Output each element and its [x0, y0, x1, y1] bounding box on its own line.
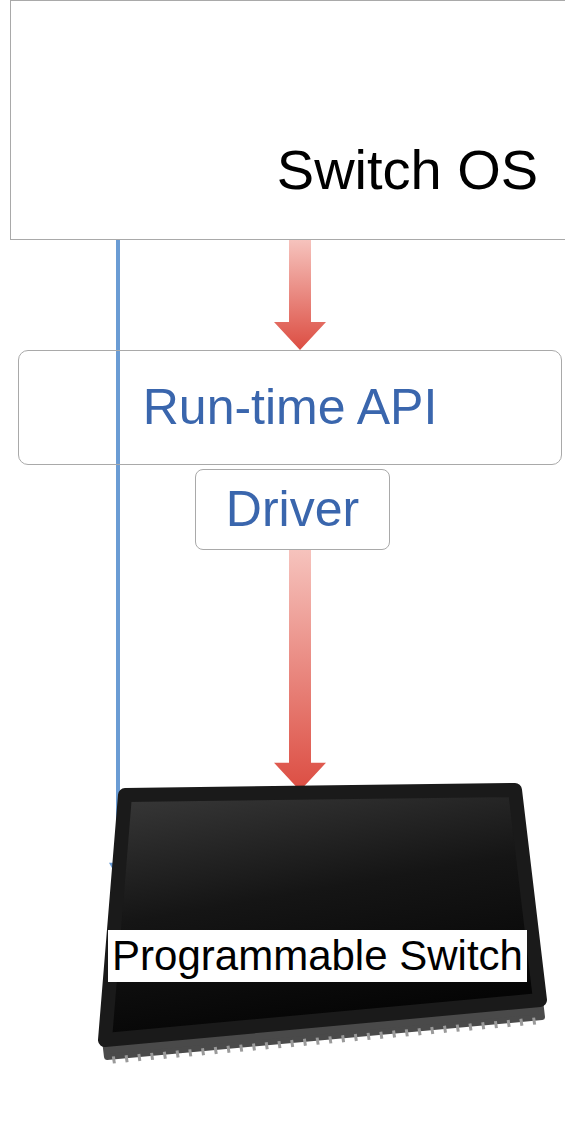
chip-pin — [215, 1047, 216, 1054]
chip-pin — [432, 1027, 433, 1034]
chip-pin — [190, 1049, 191, 1056]
chip-pin — [394, 1031, 395, 1038]
chip-pin — [203, 1048, 204, 1055]
chip-pin — [113, 1056, 114, 1063]
chip-pin — [139, 1054, 140, 1061]
chip-pin — [279, 1041, 280, 1048]
chip-pin — [419, 1028, 420, 1035]
chip-pin — [521, 1019, 522, 1026]
chip-pin — [355, 1034, 356, 1041]
chip-pin — [164, 1052, 165, 1059]
node-label: Run-time API — [143, 379, 438, 437]
chip-pin — [228, 1046, 229, 1053]
chip-pin — [317, 1038, 318, 1045]
chip-pin — [177, 1051, 178, 1058]
flow-arrow — [274, 240, 326, 350]
chip-pin — [241, 1045, 242, 1052]
chip-pin — [253, 1043, 254, 1050]
chip-pin — [508, 1020, 509, 1027]
chip-pin — [304, 1039, 305, 1046]
switch-chip: Programmable Switch — [90, 785, 545, 1070]
driver-box: Driver — [195, 469, 390, 550]
chip-pin — [330, 1036, 331, 1043]
chip-pin — [444, 1026, 445, 1033]
chip-pin — [368, 1033, 369, 1040]
chip-pin — [470, 1023, 471, 1030]
chip-face — [105, 790, 540, 1040]
flow-arrow — [274, 550, 326, 791]
chip-pin — [381, 1032, 382, 1039]
chip-pin — [534, 1018, 535, 1025]
os-box: Switch OS — [10, 0, 565, 240]
flow-arrow-body — [274, 550, 326, 791]
control-arrow — [109, 240, 127, 879]
node-label: Programmable Switch — [108, 930, 527, 982]
node-label: Switch OS — [277, 138, 538, 202]
chip-pin — [292, 1040, 293, 1047]
chip-pin — [343, 1035, 344, 1042]
chip-pin — [126, 1055, 127, 1062]
chip-pin — [152, 1053, 153, 1060]
chip-pin — [406, 1029, 407, 1036]
api-box: Run-time API — [18, 350, 562, 465]
chip-pin — [483, 1022, 484, 1029]
chip-outline — [90, 785, 545, 1070]
control-arrow-line — [116, 240, 120, 865]
chip-pin — [495, 1021, 496, 1028]
node-label: Driver — [226, 481, 359, 539]
chip-pin — [457, 1025, 458, 1032]
chip-pin — [266, 1042, 267, 1049]
flow-arrow-body — [274, 240, 326, 350]
